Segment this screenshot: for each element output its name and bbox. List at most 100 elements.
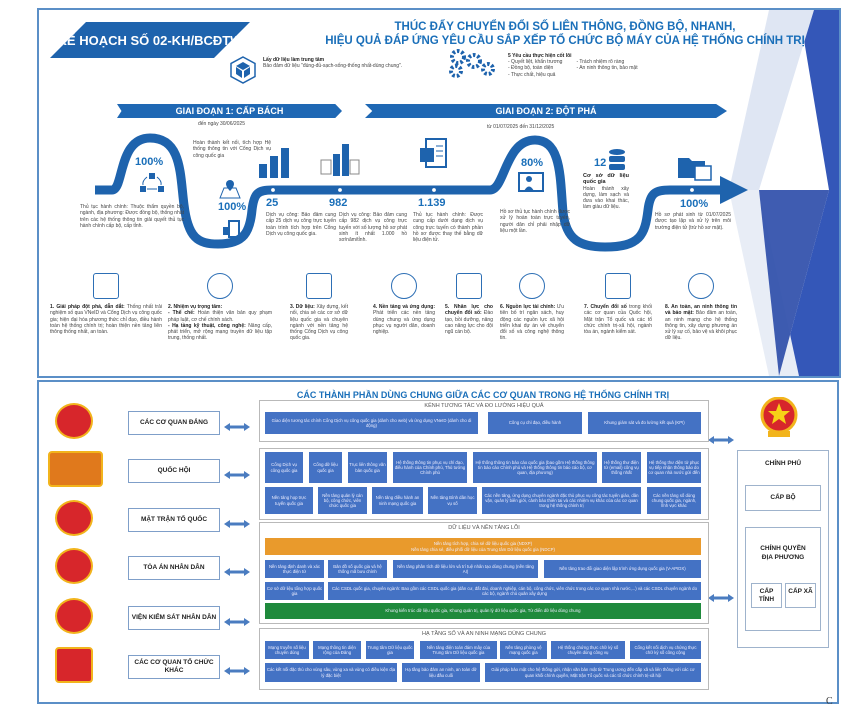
data-framework-box[interactable]: Khung kiến trúc dữ liệu quốc gia, Khung …: [265, 603, 701, 619]
money-gear-icon: [519, 273, 545, 299]
party-agencies-box[interactable]: CÁC CƠ QUAN ĐẢNG: [128, 411, 220, 435]
phase-1-banner: GIAI ĐOẠN 1: CẤP BÁCH: [117, 104, 342, 118]
milestone-text: Dịch vụ công: Bảo đảm cung cấp 25 dịch v…: [266, 212, 336, 237]
cube-icon: [230, 56, 256, 84]
component-box[interactable]: Mạng truyền số liệu chuyên dùng: [265, 641, 309, 659]
component-box[interactable]: Trục liên thông văn bản quốc gia: [348, 452, 387, 483]
task-title: 1. Giải pháp đột phá, dẫn dắt:: [50, 304, 125, 310]
core-requirements: 5 Yêu cầu thực hiện cốt lõi - Quyết liệt…: [508, 53, 698, 78]
component-box[interactable]: Hệ thống thông tin phục vụ chỉ đạo, điều…: [393, 452, 467, 483]
door-icon: [223, 220, 240, 238]
task-text: Hoàn thiện văn bản quy phạm pháp luật, c…: [168, 310, 272, 323]
task-title: 4. Nền tảng và ứng dụng:: [373, 304, 435, 310]
footer-mark: C: [826, 696, 833, 707]
national-emblem-icon: [760, 397, 798, 437]
data-center-title: Lấy dữ liệu làm trung tâm: [263, 57, 325, 63]
phase-1-date: đến ngày 30/06/2025: [198, 121, 245, 127]
milestone-text: Hoàn thành kết nối, tích hợp Hệ thống th…: [193, 140, 271, 159]
peoples-court-box[interactable]: TÒA ÁN NHÂN DÂN: [128, 556, 220, 580]
milestone-value: 100%: [135, 156, 164, 168]
component-box[interactable]: Nền tảng điện toán đám mây của Trung tâm…: [420, 641, 497, 659]
component-box[interactable]: Các CSDL quốc gia, chuyên ngành: Bao gồm…: [328, 582, 701, 600]
procuracy-emblem-icon: [55, 598, 93, 634]
phase-2-banner: GIAI ĐOẠN 2: ĐỘT PHÁ: [365, 104, 727, 118]
component-box[interactable]: Các nền tảng, ứng dụng chuyên ngành đặc …: [482, 487, 641, 514]
orange-platform-box[interactable]: Nền tảng tích hợp, chia sẻ dữ liệu quốc …: [265, 538, 701, 555]
milestone-value: 982: [329, 197, 348, 209]
milestone-text: Thủ tục hành chính: Được cung cấp dưới d…: [413, 212, 483, 244]
app-grid-icon: [391, 273, 417, 299]
component-box[interactable]: Hệ thống thông tin báo cáo quốc gia (bao…: [473, 452, 597, 483]
task-subtitle: - Thể chế:: [168, 310, 195, 317]
component-box[interactable]: Cổng kết nối dịch vụ chứng thực chữ ký s…: [630, 641, 701, 659]
component-box[interactable]: Bản đồ số quốc gia và hệ thống mã bưu ch…: [328, 560, 387, 578]
component-box[interactable]: Hệ thống thư điện tử (email) công vụ thố…: [602, 452, 641, 483]
task-text: Nâng cấp, phát triển, mở rộng mạng truyề…: [168, 322, 272, 342]
component-box[interactable]: Nền tảng phân tích dữ liệu lớn và trí tu…: [393, 560, 538, 578]
requirement-item: - Đồng bộ, toàn diện: [508, 65, 554, 72]
documents-chart-icon: [320, 144, 360, 176]
component-box[interactable]: Nền tảng Bình dân học vụ số: [428, 487, 477, 514]
local-government-box: CHÍNH QUYỀN ĐỊA PHƯƠNG: [745, 527, 821, 631]
task-item: 4. Nền tảng và ứng dụng: Phát triển các …: [373, 304, 435, 335]
database-icon: [609, 149, 625, 170]
commune-level-box: CẤP XÃ: [785, 583, 816, 608]
component-box[interactable]: Nền tảng điều hành an ninh mạng quốc gia: [372, 487, 423, 514]
task-text: trong khối các cơ quan của Quốc hội, Mặt…: [584, 304, 652, 336]
component-box[interactable]: Khung giám sát và đo lường kết quả (KPI): [588, 412, 701, 434]
task-text: Ưu tiên bố trí ngân sách, huy động các n…: [500, 304, 564, 342]
online-user-icon: [518, 172, 544, 192]
milestone-value: 100%: [218, 201, 247, 213]
component-box[interactable]: Nền tảng phòng vệ mạng quốc gia: [500, 641, 547, 659]
component-box[interactable]: Cổng dữ liệu quốc gia: [309, 452, 342, 483]
double-arrow-icon: [224, 418, 250, 431]
component-box[interactable]: Cơ sở dữ liệu tổng hợp quốc gia: [265, 582, 324, 600]
milestone-value: 100%: [680, 198, 709, 210]
main-title-line2: HIỆU QUẢ ĐÁP ỨNG YÊU CẦU SẮP XẾP TỔ CHỨC…: [325, 35, 805, 47]
double-arrow-icon: [224, 563, 250, 576]
building-icon: [93, 273, 119, 299]
component-box[interactable]: Cổng Dịch vụ công quốc gia: [265, 452, 303, 483]
component-box[interactable]: Hệ thống thư điện tử phục vụ tiếp nhận t…: [647, 452, 701, 483]
plan-number-banner: KẾ HOẠCH SỐ 02-KH/BCĐTW: [50, 22, 250, 58]
component-box[interactable]: Các kết nối đặc thù cho vùng sâu, vùng x…: [265, 663, 397, 682]
component-box[interactable]: Mạng thông tin diện rộng của Đảng: [313, 641, 361, 659]
decorative-diagonal-shapes: [729, 10, 839, 376]
task-text: Bảo đảm an toàn, an ninh mạng cho hệ thố…: [665, 310, 738, 342]
component-box[interactable]: Hạ tầng bảo đảm an ninh, an toàn dữ liệu…: [402, 663, 480, 682]
core-section-header: DỮ LIỆU VÀ NỀN TẢNG LÕI: [448, 525, 520, 531]
task-title: 2. Nhiệm vụ trọng tâm:: [168, 304, 223, 310]
task-text: Xây dựng, kết nối, chia sẻ các cơ sở dữ …: [290, 304, 348, 342]
peoples-court-emblem-icon: [55, 548, 93, 584]
component-box[interactable]: Nền tảng định danh và xác thực điện tử: [265, 560, 324, 578]
document-icon: [420, 138, 447, 168]
workflow-gear-icon: [207, 273, 233, 299]
double-arrow-icon: [224, 515, 250, 528]
data-center-text: Bảo đảm dữ liệu "đúng-đủ-sạch-sống-thống…: [263, 63, 403, 70]
fatherland-front-box[interactable]: MẶT TRẬN TỔ QUỐC: [128, 508, 220, 532]
task-text: Đào tạo, bồi dưỡng, nâng cao năng lực ch…: [445, 310, 493, 336]
task-item: 8. An toàn, an ninh thông tin và bảo mật…: [665, 304, 737, 342]
shared-title: CÁC THÀNH PHẦN DÙNG CHUNG GIỮA CÁC CƠ QU…: [296, 390, 670, 400]
component-box[interactable]: Hệ thống chứng thực chữ ký số chuyên dùn…: [551, 641, 625, 659]
task-text: Thống nhất trải nghiệm số qua VNeID và C…: [50, 304, 162, 336]
local-government-title: CHÍNH QUYỀN ĐỊA PHƯƠNG: [760, 545, 806, 561]
component-line: Nền tảng chia sẻ, điều phối dữ liệu của …: [411, 546, 555, 552]
component-box[interactable]: Giải pháp bảo mật cho hệ thống gửi, nhận…: [485, 663, 701, 682]
component-box[interactable]: Các nền tảng số dùng chung quốc gia, ngà…: [647, 487, 701, 514]
component-box[interactable]: Giao diện tương tác chính Cổng Dịch vụ c…: [265, 412, 478, 434]
requirement-item: - Thực chất, hiệu quả: [508, 71, 556, 78]
component-box[interactable]: Nền tảng quản lý cán bộ, công chức, viên…: [318, 487, 367, 514]
component-box[interactable]: Nền tảng họp trực tuyến quốc gia: [265, 487, 313, 514]
peoples-procuracy-box[interactable]: VIỆN KIỂM SÁT NHÂN DÂN: [128, 606, 220, 630]
ministry-level-box: CẤP BỘ: [745, 485, 821, 511]
component-box[interactable]: Trung tâm Dữ liệu quốc gia: [366, 641, 414, 659]
national-assembly-box[interactable]: QUỐC HỘI: [128, 459, 220, 483]
map-pin-icon: [219, 180, 241, 199]
component-box[interactable]: Công cụ chỉ đạo, điều hành: [488, 412, 582, 434]
component-box[interactable]: Nền tảng trao đổi giao diện lập trình ứn…: [544, 560, 701, 578]
milestone-text: Cơ sở dữ liệu quốc gia Hoàn thành xây dự…: [583, 173, 629, 211]
task-item: 2. Nhiệm vụ trọng tâm:- Thể chế: Hoàn th…: [168, 304, 272, 342]
other-agencies-box[interactable]: CÁC CƠ QUAN TỔ CHỨC KHÁC: [128, 655, 220, 679]
bar-chart-icon: [259, 148, 289, 178]
